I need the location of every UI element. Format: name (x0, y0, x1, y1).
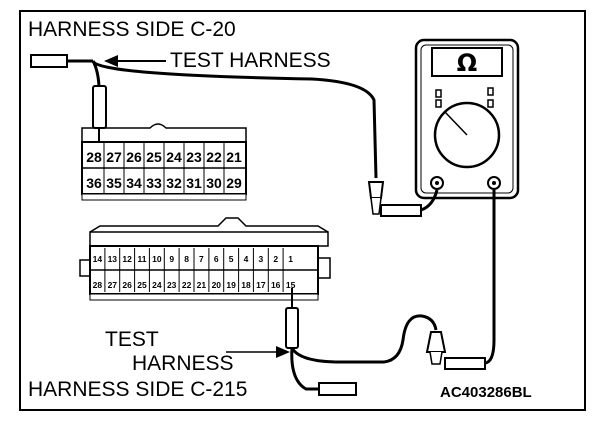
c215-pin-19: 19 (226, 280, 236, 290)
c20-pin-27: 27 (106, 149, 122, 165)
c215-pin-8: 8 (184, 254, 189, 264)
c20-pin-21: 21 (226, 149, 242, 165)
c215-pin-9: 9 (169, 254, 174, 264)
test-harness-bottom-label-line1: TEST (105, 328, 159, 351)
c215-pin-20: 20 (212, 280, 222, 290)
c20-pin-36: 36 (86, 175, 102, 191)
c20-pin-25: 25 (146, 149, 162, 165)
c20-pin-31: 31 (186, 175, 202, 191)
c215-pin-28: 28 (93, 280, 103, 290)
c215-pin-2: 2 (273, 254, 278, 264)
c215-pin-24: 24 (152, 280, 162, 290)
meter-display (431, 47, 503, 77)
c20-pin-24: 24 (166, 149, 182, 165)
c20-pin-22: 22 (206, 149, 222, 165)
c215-pin-7: 7 (199, 254, 204, 264)
c20-pin-29: 29 (226, 175, 242, 191)
c215-pin-21: 21 (197, 280, 207, 290)
c215-pin-5: 5 (229, 254, 234, 264)
harness-side-c20-label: HARNESS SIDE C-20 (28, 18, 236, 41)
c20-pin-30: 30 (206, 175, 222, 191)
c20-pin-28: 28 (86, 149, 102, 165)
c215-pin-27: 27 (108, 280, 118, 290)
c215-pin-23: 23 (167, 280, 177, 290)
meter-probe-bottom (425, 190, 496, 370)
test-harness-bottom-label-line2: HARNESS (132, 352, 234, 375)
test-harness-top-arrow (104, 55, 166, 67)
c215-pin-15: 15 (286, 280, 296, 290)
figure-frame (19, 10, 586, 411)
c215-pin-25: 25 (137, 280, 147, 290)
c215-pin-12: 12 (122, 254, 132, 264)
c215-pin-22: 22 (182, 280, 192, 290)
c215-pin-14: 14 (93, 254, 103, 264)
c20-pin-23: 23 (186, 149, 202, 165)
meter-probe-top (367, 181, 439, 217)
c215-pin-16: 16 (271, 280, 281, 290)
c215-pin-13: 13 (108, 254, 118, 264)
test-harness-top-label: TEST HARNESS (170, 49, 331, 72)
harness-side-c215-label: HARNESS SIDE C-215 (28, 378, 247, 401)
ohm-symbol-icon: Ω (457, 49, 477, 77)
c215-pin-10: 10 (152, 254, 162, 264)
c215-pin-17: 17 (256, 280, 266, 290)
figure-code: AC403286BL (440, 384, 532, 401)
bottom-test-harness (285, 288, 438, 396)
c215-pin-3: 3 (259, 254, 264, 264)
c20-pin-35: 35 (106, 175, 122, 191)
c215-pin-6: 6 (214, 254, 219, 264)
c20-pin-26: 26 (126, 149, 142, 165)
c215-pin-26: 26 (122, 280, 132, 290)
c215-pin-11: 11 (138, 254, 147, 264)
c215-pin-18: 18 (241, 280, 251, 290)
c20-pin-34: 34 (126, 175, 142, 191)
top-test-harness (30, 54, 378, 179)
c215-pin-4: 4 (244, 254, 249, 264)
c215-pin-1: 1 (288, 254, 293, 264)
c20-pin-33: 33 (146, 175, 162, 191)
test-harness-bottom-arrow (226, 346, 290, 358)
multimeter: Ω (414, 38, 520, 200)
c20-pin-32: 32 (166, 175, 182, 191)
